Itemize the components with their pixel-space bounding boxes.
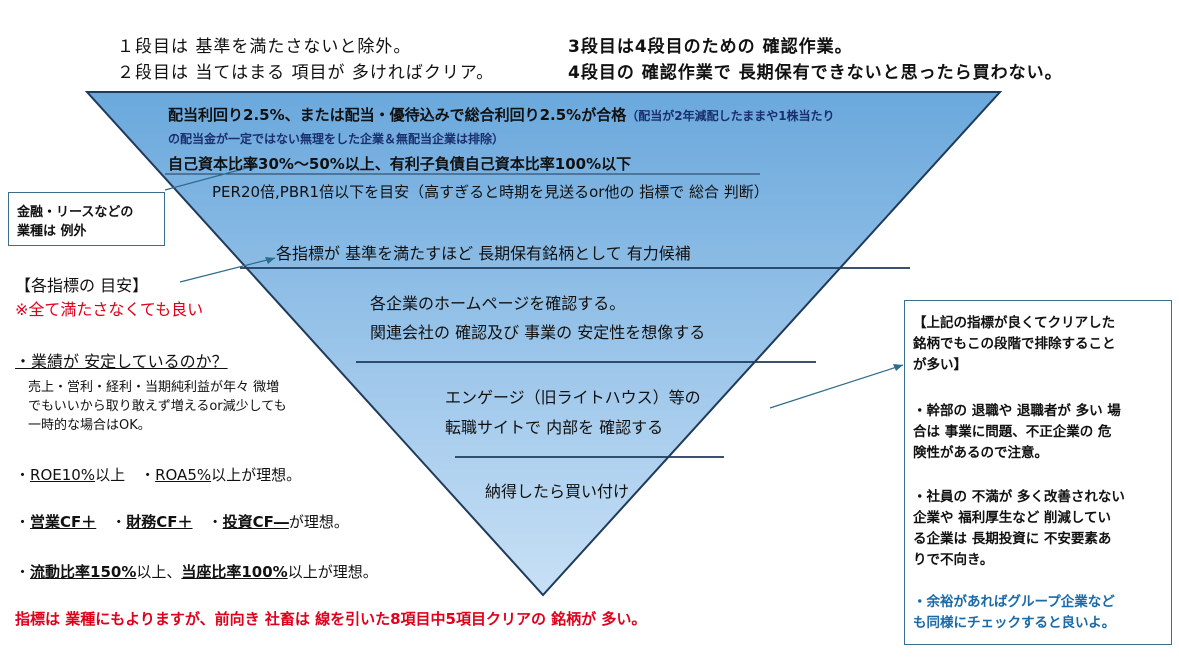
tier3-line2: 関連会社の 確認及び 事業の 安定性を想像する — [370, 323, 706, 342]
guide-item4: ・流動比率150%以上、当座比率100%以上が理想。 — [15, 563, 378, 581]
exception-line2: 業種は 例外 — [17, 224, 87, 239]
tier5-text: 納得したら買い付け — [485, 482, 630, 501]
tier4-line2: 転職サイトで 内部を 確認する — [445, 418, 664, 437]
right-p1-1: ・幹部の 退職や 退職者が 多い 場 — [913, 403, 1121, 419]
right-note-box: 【上記の指標が良くてクリアした 銘柄でもこの段階で排除すること が多い】 ・幹部… — [904, 300, 1172, 645]
guide-item1-desc2: でもいいから取り敢えず増えるor減少しても — [28, 399, 287, 414]
right-p2-1: ・社員の 不満が 多く改善されない — [913, 489, 1125, 505]
guide-item1: ・業績が 安定しているのか？ — [15, 352, 228, 371]
exception-box: 金融・リースなどの 業種は 例外 — [8, 192, 165, 246]
right-p1-3: 険性があるので注意。 — [913, 445, 1048, 461]
right-title1: 【上記の指標が良くてクリアした — [913, 315, 1116, 331]
header-line1-right: 3段目は4段目のための 確認作業。 — [568, 37, 853, 57]
arrow-head-right-box — [893, 364, 903, 371]
guide-item1-desc3: 一時的な場合はOK。 — [28, 418, 151, 433]
tier1-line2: 自己資本比率30%～50%以上、有利子負債自己資本比率100%以下 — [168, 155, 632, 173]
connector-exception — [164, 164, 259, 191]
right-p3-2: も同様にチェックすると良いよ。 — [913, 615, 1116, 631]
right-title2: 銘柄でもこの段階で排除すること — [913, 336, 1116, 352]
tier1-main: 配当利回り2.5%、または配当・優待込みで総合利回り2.5%が合格（配当が2年減… — [168, 106, 835, 124]
connector-right-box — [769, 364, 904, 409]
guide-item1-desc1: 売上・営利・経利・当期純利益が年々 微増 — [28, 380, 280, 395]
guide-item3: ・営業CF＋ ・財務CF＋ ・投資CF―が理想。 — [15, 513, 349, 531]
right-p2-3: る企業は 長期投資に 不安要素あ — [913, 531, 1112, 547]
right-p1-2: 合は 事業に問題、不正企業の 危 — [913, 424, 1112, 440]
exception-line1: 金融・リースなどの — [17, 205, 134, 220]
guide-footer: 指標は 業種にもよりますが、前向き 社畜は 線を引いた8項目中5項目クリアの 銘… — [15, 610, 647, 628]
tier4-line1: エンゲージ（旧ライトハウス）等の — [445, 388, 701, 407]
guide-note: ※全て満たさなくても良い — [15, 300, 204, 319]
guide-title: 【各指標の 目安】 — [15, 276, 149, 295]
arrow-head-guide — [265, 257, 275, 264]
guide-item2: ・ROE10%以上 ・ROA5%以上が理想。 — [15, 466, 302, 484]
right-p3-1: ・余裕があればグループ企業など — [913, 594, 1115, 610]
right-title3: が多い】 — [913, 357, 967, 373]
arrow-head-exception — [248, 164, 258, 171]
tier3-line1: 各企業のホームページを確認する。 — [370, 294, 626, 313]
header-line1-left: １段目は 基準を満たさないと除外。 — [117, 37, 412, 57]
right-p2-4: りで不向き。 — [913, 552, 994, 568]
right-p2-2: 企業や 福利厚生など 削減してい — [913, 510, 1111, 526]
header-line2-right: 4段目の 確認作業で 長期保有できないと思ったら買わない。 — [568, 63, 1063, 83]
tier1-line3: PER20倍,PBR1倍以下を目安（高すぎると時期を見送るor他の 指標で 総合… — [212, 183, 769, 201]
header-line2-left: ２段目は 当てはまる 項目が 多ければクリア。 — [117, 63, 495, 83]
tier2-text: 各指標が 基準を満たすほど 長期保有銘柄として 有力候補 — [276, 244, 691, 263]
tier1-note: の配当金が一定ではない無理をした企業＆無配当企業は排除） — [168, 132, 505, 146]
pyramid-body — [84, 91, 1003, 597]
connector-guide — [179, 257, 276, 283]
